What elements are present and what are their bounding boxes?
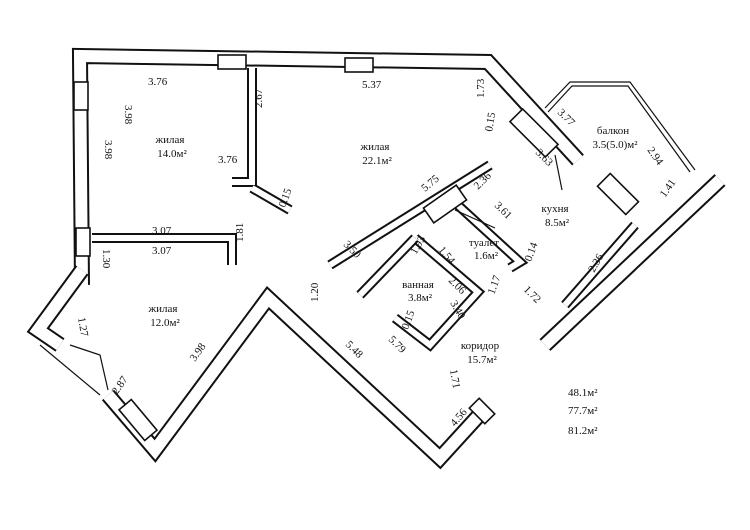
dim-label: 3.77 [555,107,577,129]
dim-label: 2.87 [110,374,131,397]
dim-label: 3.07 [152,225,172,237]
dim-label: 3.76 [148,76,168,88]
dim-label: 3.98 [188,341,209,364]
dim-label: 2.94 [645,145,666,168]
dim-label: 1.72 [521,284,543,306]
dim-label: 1.71 [447,368,462,389]
total-living-area: 48.1м² [568,387,598,399]
svg-text:кухня: кухня [541,203,568,215]
dimension-labels: 3.76 3.98 3.98 2.67 3.76 0.15 5.37 1.73 … [75,76,678,429]
dim-label: 3.07 [152,245,172,257]
svg-text:1.6м²: 1.6м² [474,250,499,262]
room-living-3: жилая 12.0м² [148,303,181,329]
dim-label: 5.37 [362,79,382,91]
total-area: 77.7м² [568,405,598,417]
svg-text:15.7м²: 15.7м² [467,354,497,366]
svg-text:3.5(5.0)м²: 3.5(5.0)м² [592,139,638,151]
dim-label: 0.14 [523,240,541,263]
dim-label: 5.79 [386,334,408,356]
svg-text:балкон: балкон [597,125,629,137]
dim-label: 1.81 [234,223,246,242]
dim-label: 5.75 [419,172,442,194]
dim-label: 3.76 [218,154,238,166]
balcony-outline [544,81,696,171]
dim-label: 0.15 [483,111,498,133]
room-bathroom: ванная 3.8м² [402,279,434,304]
svg-text:14.0м²: 14.0м² [157,148,187,160]
room-corridor: коридор 15.7м² [461,340,500,366]
svg-text:8.5м²: 8.5м² [545,217,570,229]
room-living-2: жилая 22.1м² [360,141,393,167]
dim-label: 3.61 [492,200,514,222]
dim-label: 1.41 [658,177,679,200]
area-totals: 48.1м² 77.7м² 81.2м² [568,387,598,437]
total-area-with-balcony: 81.2м² [568,425,598,437]
dim-label: 1.17 [486,273,504,296]
svg-text:22.1м²: 22.1м² [362,155,392,167]
svg-text:3.8м²: 3.8м² [408,292,433,304]
dim-label: 1.30 [100,249,112,269]
dim-label: 3.98 [122,105,134,125]
dim-label: 5.48 [343,339,365,361]
svg-text:жилая: жилая [148,303,178,315]
svg-text:жилая: жилая [155,134,185,146]
svg-text:12.0м²: 12.0м² [150,317,180,329]
dim-label: 1.73 [475,78,487,98]
dim-label: 2.67 [253,88,265,108]
svg-text:коридор: коридор [461,340,500,352]
svg-text:туалет: туалет [469,237,499,249]
svg-text:ванная: ванная [402,279,434,291]
dim-label: 1.27 [75,316,90,338]
room-living-1: жилая 14.0м² [155,134,188,160]
dim-label: 1.20 [309,282,321,302]
walls [26,47,726,470]
dim-label: 3.98 [102,140,114,160]
room-kitchen: кухня 8.5м² [541,203,569,229]
room-toilet: туалет 1.6м² [469,237,499,262]
svg-text:жилая: жилая [360,141,390,153]
room-balcony: балкон 3.5(5.0)м² [592,125,638,151]
